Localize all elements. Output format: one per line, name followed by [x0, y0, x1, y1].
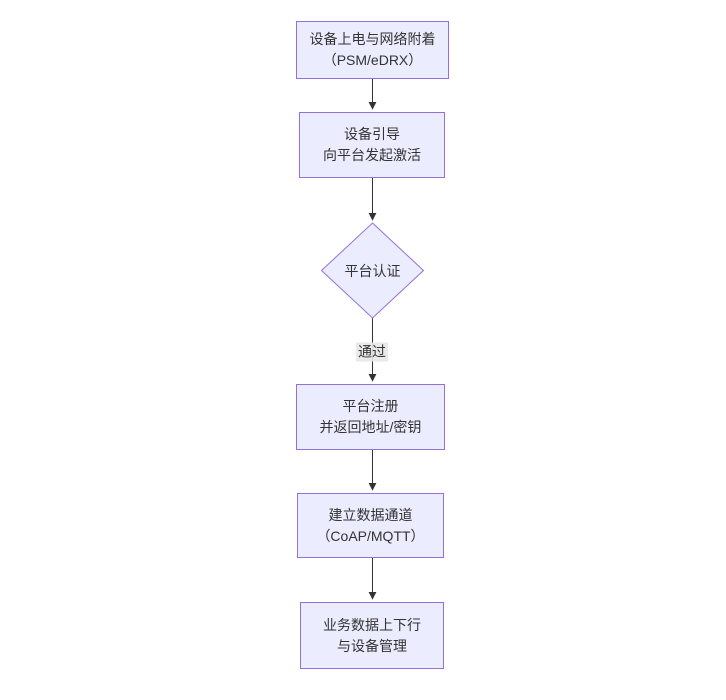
node-power-attach: 设备上电与网络附着 （PSM/eDRX）	[296, 21, 449, 79]
node-business-data: 业务数据上下行 与设备管理	[300, 602, 444, 669]
node-label: 并返回地址/密钥	[319, 419, 422, 435]
node-label: （PSM/eDRX）	[322, 52, 423, 68]
node-data-channel: 建立数据通道 （CoAP/MQTT）	[297, 493, 444, 558]
decision-diamond-shape	[320, 222, 425, 319]
node-platform-auth: 平台认证	[322, 223, 423, 318]
node-label: 设备上电与网络附着	[309, 31, 436, 47]
node-label: 平台注册	[342, 398, 399, 414]
node-label: 平台认证	[344, 262, 401, 279]
edge-label-pass: 通过	[356, 342, 388, 362]
node-label: 与设备管理	[337, 637, 407, 654]
node-label: 设备引导	[344, 126, 400, 142]
node-platform-register: 平台注册 并返回地址/密钥	[296, 384, 445, 450]
node-label: 向平台发起激活	[323, 147, 421, 163]
node-label: （CoAP/MQTT）	[316, 527, 425, 544]
node-label: 建立数据通道	[328, 506, 413, 523]
node-bootstrap: 设备引导 向平台发起激活	[299, 112, 445, 178]
node-label: 业务数据上下行	[323, 616, 421, 633]
